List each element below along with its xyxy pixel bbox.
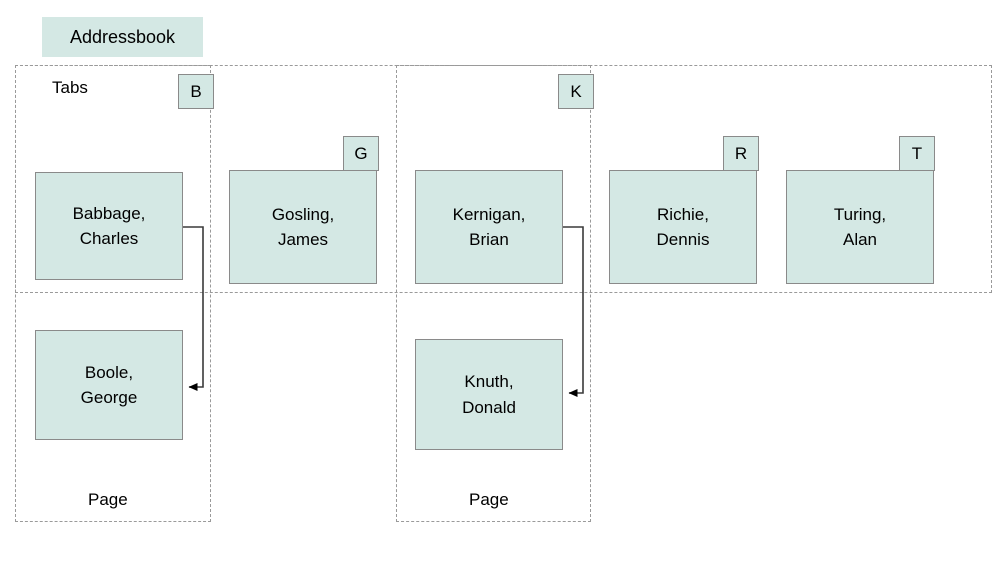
tab-chip-t[interactable]: T <box>899 136 935 171</box>
node-kernigan[interactable]: Kernigan, Brian <box>415 170 563 284</box>
node-boole-line2: George <box>80 388 138 407</box>
node-gosling-line1: Gosling, <box>271 204 335 224</box>
node-babbage-line2: Charles <box>79 229 139 248</box>
node-gosling[interactable]: Gosling, James <box>229 170 377 284</box>
tab-chip-g[interactable]: G <box>343 136 379 171</box>
node-richie[interactable]: Richie, Dennis <box>609 170 757 284</box>
tab-chip-k[interactable]: K <box>558 74 594 109</box>
node-kernigan-line2: Brian <box>469 230 509 249</box>
node-boole[interactable]: Boole, George <box>35 330 183 440</box>
tab-chip-r[interactable]: R <box>723 136 759 171</box>
tabs-region-label: Tabs <box>52 78 88 97</box>
page-region-2-box <box>396 65 591 522</box>
node-turing-line2: Alan <box>842 230 878 249</box>
node-babbage-line1: Babbage, <box>72 203 146 223</box>
page-region-1-box <box>15 65 211 522</box>
page-region-2-label: Page <box>469 490 509 509</box>
node-richie-line1: Richie, <box>657 204 709 224</box>
diagram-title-addressbook: Addressbook <box>42 17 203 57</box>
page-region-1-label: Page <box>88 490 128 509</box>
node-knuth-line2: Donald <box>462 397 516 417</box>
node-kernigan-line1: Kernigan, <box>452 204 526 224</box>
node-richie-line2: Dennis <box>656 230 710 249</box>
node-knuth[interactable]: Knuth, Donald <box>415 339 563 450</box>
node-knuth-line1: Knuth, <box>464 372 514 391</box>
node-gosling-line2: James <box>277 230 329 249</box>
tab-chip-b[interactable]: B <box>178 74 214 109</box>
node-turing-line1: Turing, <box>833 204 887 224</box>
node-turing[interactable]: Turing, Alan <box>786 170 934 284</box>
node-babbage[interactable]: Babbage, Charles <box>35 172 183 280</box>
node-boole-line1: Boole, <box>84 362 134 382</box>
